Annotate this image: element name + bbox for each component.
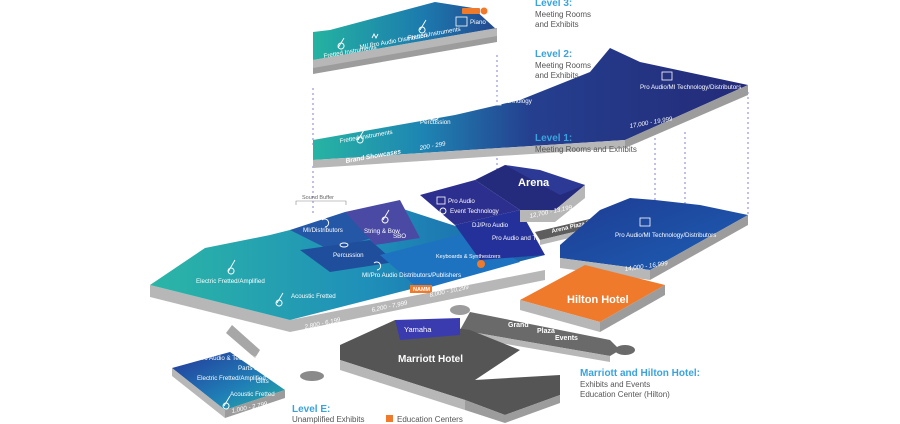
grand-plaza-walkway[interactable]: Grand Plaza Events [450, 305, 635, 362]
zone-mi-distributors: MI/Distributors [303, 227, 343, 234]
marriott-label: Marriott Hotel [398, 354, 463, 365]
level3-title: Level 3: [535, 0, 572, 9]
level1-title: Level 1: [535, 133, 572, 144]
legend-education-label: Education Centers [397, 415, 463, 424]
levelE-zone-parts: Parts & Components [238, 365, 295, 372]
zone-pro-audio-tech: Pro Audio and Technology [492, 235, 565, 242]
sound-buffer-label: Sound Buffer [302, 195, 334, 201]
level2-range-left: 200 - 299 [418, 140, 446, 152]
legend-education-swatch [386, 415, 393, 422]
level3-range: 300 - 799 [399, 62, 427, 74]
zone-keyboards: Keyboards & Synthesizers [436, 254, 501, 260]
levelE-title: Level E: [292, 404, 330, 415]
mixer-icon [371, 32, 379, 40]
level2-line1: Meeting Rooms [535, 61, 591, 70]
zone-acoustic-fretted: Acoustic Fretted [291, 293, 336, 300]
zone-pro-audio: Pro Audio [448, 198, 475, 205]
level2-zone-pro-audio-tech: Pro Audio and Technology [460, 98, 533, 105]
hotels-line2: Education Center (Hilton) [580, 390, 670, 399]
guitar-icon [222, 395, 231, 410]
zone-north-pro-audio: Pro Audio/MI Technology/Distributors [615, 232, 716, 239]
level2-line2: and Exhibits [535, 71, 579, 80]
mixer-icon [490, 96, 502, 106]
levelE-zone-acoustic: Acoustic Fretted [230, 391, 275, 398]
piano-icon [455, 16, 468, 27]
level3-line2: and Exhibits [535, 20, 579, 29]
level1-floor[interactable]: Sound Buffer MI/Distributors Percussion … [150, 165, 585, 332]
hilton-hotel[interactable]: Hilton Hotel [520, 265, 665, 332]
level3-line1: Meeting Rooms [535, 10, 591, 19]
grand-plaza-label-2: Plaza [537, 328, 555, 335]
namm-logo [410, 285, 432, 293]
levelE-zone-pro-audio: Pro Audio & Technology [198, 355, 264, 362]
refresh-icon [321, 218, 330, 228]
zone-mi-pro-audio-pub: MI/Pro Audio Distributors/Publishers [362, 272, 461, 279]
refresh-icon [373, 261, 382, 271]
mixer-icon [639, 217, 651, 227]
education-center-dot [477, 260, 485, 268]
legend: Education Centers [386, 415, 463, 424]
namm-label: NAMM [413, 287, 431, 293]
levelE-line1: Unamplified Exhibits [292, 415, 364, 424]
drum-icon [427, 112, 441, 121]
yamaha-label: Yamaha [404, 325, 432, 334]
levelE-zone-gifts: Gifts [256, 378, 269, 385]
level3-floor[interactable]: Fretted Instruments MI/ Pro Audio Distri… [313, 2, 497, 84]
level1-north-hall[interactable]: Pro Audio/MI Technology/Distributors 14,… [560, 198, 748, 280]
zone-electric-fretted: Electric Fretted/Amplified [196, 278, 265, 285]
guitar-icon [275, 292, 284, 307]
level3-brand-showcases: Brand Showcases [345, 67, 402, 84]
violin-icon [381, 209, 390, 224]
zone-arena: Arena [518, 177, 550, 189]
guitar-icon [337, 37, 345, 50]
level2-zone-percussion: Percussion [420, 119, 451, 126]
level2-zone-north: Pro Audio/MI Technology/Distributors [640, 84, 741, 91]
level3-caption: Level 3: Meeting Rooms and Exhibits [535, 0, 591, 29]
education-marker-level3 [462, 8, 480, 14]
event-icon [439, 207, 447, 215]
zone-dj-pro-audio: DJ/Pro Audio [472, 222, 509, 229]
level2-floor[interactable]: Fretted Instruments Percussion Pro Audio… [313, 48, 748, 168]
marriott-hotel[interactable]: Yamaha Marriott Hotel [300, 318, 560, 423]
grand-plaza-label-3: Events [555, 335, 578, 342]
mixer-icon [661, 71, 673, 81]
hotels-line1: Exhibits and Events [580, 380, 650, 389]
zone-event-technology: Event Technology [450, 208, 500, 215]
guitar-icon [356, 129, 365, 144]
guitar-icon [227, 259, 236, 275]
levelE-caption: Level E: Unamplified Exhibits [292, 404, 364, 424]
level3-zone-piano: Piano [470, 19, 486, 26]
level1-line1: Meeting Rooms and Exhibits [535, 145, 637, 154]
level2-caption: Level 2: Meeting Rooms and Exhibits [535, 49, 591, 80]
hilton-label: Hilton Hotel [567, 294, 629, 306]
zone-string-bow: String & Bow [364, 228, 400, 235]
level1-caption: Level 1: Meeting Rooms and Exhibits [535, 133, 637, 154]
hotels-caption: Marriott and Hilton Hotel: Exhibits and … [580, 368, 700, 399]
levelE-floor[interactable]: Pro Audio & Technology Parts & Component… [172, 325, 295, 418]
mixer-icon [436, 196, 446, 205]
levelE-zone-electric: Electric Fretted/Amplified [197, 375, 266, 382]
level2-title: Level 2: [535, 49, 572, 60]
drum-icon [339, 242, 349, 248]
zone-sbo: SBO [393, 233, 406, 240]
education-center-dot [480, 7, 488, 15]
guitar-icon [418, 19, 427, 34]
hotels-title: Marriott and Hilton Hotel: [580, 368, 700, 379]
zone-percussion: Percussion [333, 252, 364, 259]
grand-plaza-label-1: Grand [508, 322, 529, 329]
